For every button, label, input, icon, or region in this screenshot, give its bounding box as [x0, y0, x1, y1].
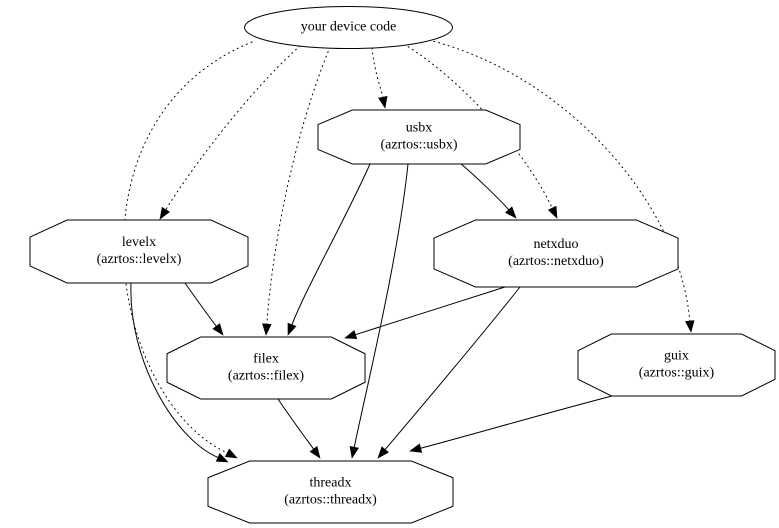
node-label-filex-line-0: filex	[253, 352, 279, 367]
edge-usbx-to-threadx	[349, 163, 409, 459]
arrowhead-guix-to-threadx	[409, 443, 423, 453]
arrowhead-levelx-to-filex	[212, 323, 224, 336]
arrowhead-device-to-filex	[262, 323, 272, 336]
edge-guix-to-threadx	[409, 395, 613, 453]
edge-device-to-levelx	[159, 45, 301, 220]
node-label-levelx-line-1: (azrtos::levelx)	[97, 252, 182, 267]
arrowhead-device-to-guix	[685, 320, 695, 333]
arrowhead-netxduo-to-threadx	[377, 446, 389, 459]
node-shape-octagon-netxduo	[433, 219, 679, 288]
edge-line-usbx-to-threadx	[353, 163, 409, 449]
node-threadx[interactable]: threadx(azrtos::threadx)	[207, 460, 454, 524]
edge-line-levelx-to-filex	[184, 282, 218, 328]
node-label-guix-line-0: guix	[664, 349, 689, 364]
edge-line-usbx-to-netxduo	[459, 162, 510, 211]
node-usbx[interactable]: usbx(azrtos::usbx)	[317, 109, 521, 165]
arrowhead-device-to-levelx	[159, 206, 170, 220]
node-label-device-line-0: your device code	[301, 20, 397, 35]
arrowhead-device-to-netxduo	[547, 205, 558, 219]
edge-line-levelx-to-threadx	[130, 282, 220, 459]
edge-netxduo-to-filex	[344, 286, 506, 340]
edge-device-to-guix	[423, 38, 695, 333]
node-shape-octagon-threadx	[207, 460, 454, 524]
edge-filex-to-threadx	[277, 398, 321, 459]
edge-line-device-to-usbx	[371, 47, 384, 99]
arrowhead-usbx-to-netxduo	[504, 206, 517, 219]
node-shape-octagon-filex	[166, 336, 366, 400]
node-shape-octagon-usbx	[317, 109, 521, 165]
edge-line-device-to-threadx	[123, 41, 253, 454]
edge-layer	[123, 38, 695, 463]
node-layer: your device codeusbx(azrtos::usbx)levelx…	[29, 6, 776, 524]
node-shape-octagon-levelx	[29, 219, 249, 284]
edge-line-guix-to-threadx	[419, 395, 613, 449]
node-label-usbx-line-0: usbx	[406, 121, 432, 136]
edge-line-usbx-to-filex	[291, 163, 371, 326]
edge-line-filex-to-threadx	[277, 398, 315, 451]
node-levelx[interactable]: levelx(azrtos::levelx)	[29, 219, 249, 284]
arrowhead-levelx-to-threadx	[215, 453, 229, 463]
edge-line-device-to-guix	[423, 38, 691, 323]
edge-usbx-to-filex	[287, 163, 371, 336]
node-label-filex-line-1: (azrtos::filex)	[228, 369, 305, 384]
node-label-usbx-line-1: (azrtos::usbx)	[381, 138, 458, 153]
edge-line-device-to-filex	[266, 46, 331, 326]
edge-device-to-threadx	[123, 41, 253, 459]
edge-netxduo-to-threadx	[377, 286, 521, 459]
edge-levelx-to-threadx	[130, 282, 229, 463]
arrowhead-usbx-to-threadx	[349, 445, 359, 459]
node-filex[interactable]: filex(azrtos::filex)	[166, 336, 366, 400]
node-label-threadx-line-1: (azrtos::threadx)	[284, 493, 377, 508]
edge-line-netxduo-to-threadx	[384, 286, 521, 451]
node-label-netxduo-line-1: (azrtos::netxduo)	[508, 254, 604, 269]
edge-levelx-to-filex	[184, 282, 224, 336]
arrowhead-device-to-threadx	[224, 448, 238, 459]
arrowhead-filex-to-threadx	[309, 446, 321, 459]
node-label-netxduo-line-0: netxduo	[533, 237, 578, 252]
arrowhead-usbx-to-filex	[287, 322, 297, 336]
edge-line-netxduo-to-filex	[354, 286, 506, 336]
node-label-guix-line-1: (azrtos::guix)	[639, 366, 715, 381]
edge-usbx-to-netxduo	[459, 162, 517, 219]
node-shape-ellipse-device	[244, 6, 453, 49]
edge-device-to-filex	[262, 46, 331, 336]
node-guix[interactable]: guix(azrtos::guix)	[577, 333, 776, 397]
node-label-levelx-line-0: levelx	[122, 235, 156, 250]
edge-line-device-to-levelx	[164, 45, 301, 212]
edge-device-to-usbx	[371, 47, 388, 109]
node-device[interactable]: your device code	[244, 6, 453, 49]
arrowhead-device-to-usbx	[378, 96, 388, 109]
node-shape-octagon-guix	[577, 333, 776, 397]
arrowhead-netxduo-to-filex	[344, 330, 358, 340]
node-netxduo[interactable]: netxduo(azrtos::netxduo)	[433, 219, 679, 288]
node-label-threadx-line-0: threadx	[310, 476, 352, 491]
